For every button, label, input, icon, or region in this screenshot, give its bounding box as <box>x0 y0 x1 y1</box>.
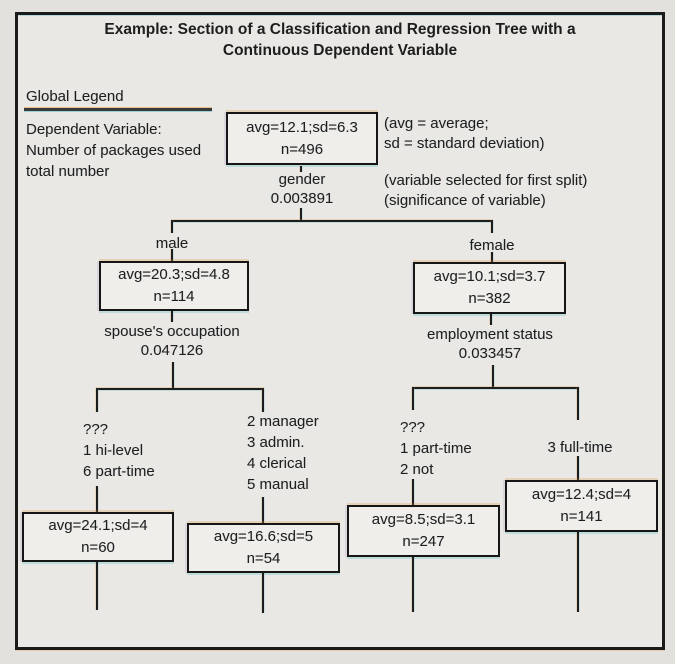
connector-spouse-branch <box>96 388 264 390</box>
leaf1-category-labels: ??? 1 hi-level 6 part-time <box>83 419 155 482</box>
connector-split-down <box>300 208 302 221</box>
connector-leaf1-continues <box>96 562 98 610</box>
leaf3-label-line1: ??? <box>400 419 426 436</box>
connector-leaf2-continues <box>262 573 264 613</box>
male-split-labels: spouse's occupation 0.047126 <box>82 322 262 360</box>
female-split-variable: employment status <box>427 326 553 343</box>
leaf4-n: n=141 <box>560 508 603 525</box>
leaf2-n: n=54 <box>246 550 281 567</box>
female-branch-label: female <box>469 237 515 254</box>
leaf2-label-line2: 3 admin. <box>247 434 305 451</box>
dependent-variable-line1: Dependent Variable: <box>26 121 162 138</box>
connector-leaf4-continues <box>577 532 579 612</box>
connector-leaf1-stub <box>96 388 98 412</box>
male-node-n: n=114 <box>153 288 195 305</box>
dependent-variable-note: Dependent Variable: Number of packages u… <box>26 119 201 182</box>
connector-leaf3-stub <box>412 387 414 410</box>
connector-gender-branch <box>171 220 493 222</box>
connector-leaf1-to-box <box>96 486 98 512</box>
root-node-n: n=496 <box>280 140 324 158</box>
female-node-stats: avg=10.1;sd=3.7 <box>433 268 546 285</box>
global-legend-heading: Global Legend <box>26 88 124 105</box>
connector-root-to-split <box>300 166 302 172</box>
leaf4-label-line1: 3 full-time <box>547 439 613 456</box>
split-explain-note: (variable selected for first split) (sig… <box>384 171 587 211</box>
split-explain-line1: (variable selected for first split) <box>384 172 588 189</box>
dependent-variable-line2: Number of packages used <box>26 142 202 159</box>
leaf1-n: n=60 <box>81 539 115 556</box>
connector-employment-down <box>492 365 494 387</box>
stats-abbrev-line1: (avg = average; <box>384 115 489 132</box>
female-node-n: n=382 <box>468 290 511 307</box>
female-split-significance: 0.033457 <box>458 345 522 362</box>
dependent-variable-line3: total number <box>26 163 110 180</box>
connector-leaf2-to-box <box>262 497 264 523</box>
leaf3-category-labels: ??? 1 part-time 2 not <box>400 417 472 480</box>
leaf1-label-line3: 6 part-time <box>83 463 155 480</box>
diagram-title: Example: Section of a Classification and… <box>15 19 665 61</box>
female-split-labels: employment status 0.033457 <box>399 325 581 363</box>
root-split-labels: gender 0.003891 <box>226 170 378 208</box>
leaf2-label-line1: 2 manager <box>247 413 319 430</box>
leaf1-label-line2: 1 hi-level <box>83 442 144 459</box>
connector-female-box-down <box>490 314 492 325</box>
root-node-box: avg=12.1;sd=6.3 n=496 <box>226 112 378 165</box>
connector-leaf4-to-box <box>577 456 579 480</box>
leaf4-stats: avg=12.4;sd=4 <box>531 486 632 503</box>
connector-leaf2-stub <box>262 388 264 412</box>
leaf2-label-line4: 5 manual <box>247 476 309 493</box>
male-branch-label: male <box>155 235 189 252</box>
stats-abbrev-line2: sd = standard deviation) <box>384 135 545 152</box>
connector-male-stub <box>171 220 173 233</box>
male-split-variable: spouse's occupation <box>104 323 240 340</box>
female-node-box: avg=10.1;sd=3.7 n=382 <box>413 262 566 314</box>
leaf2-stats: avg=16.6;sd=5 <box>213 528 314 545</box>
root-node-stats: avg=12.1;sd=6.3 <box>246 118 358 136</box>
leaf2-category-labels: 2 manager 3 admin. 4 clerical 5 manual <box>247 411 319 495</box>
connector-leaf3-to-box <box>412 479 414 505</box>
leaf1-label-line1: ??? <box>83 421 109 438</box>
leaf3-n: n=247 <box>402 533 445 550</box>
connector-leaf4-stub <box>577 387 579 420</box>
leaf3-label-line2: 1 part-time <box>400 440 472 457</box>
connector-spouse-down <box>172 362 174 389</box>
connector-male-box-down <box>171 311 173 322</box>
connector-female-stub <box>491 220 493 233</box>
male-split-significance: 0.047126 <box>140 342 204 359</box>
leaf1-node-box: avg=24.1;sd=4 n=60 <box>22 512 174 562</box>
split-explain-line2: (significance of variable) <box>384 192 546 209</box>
root-split-variable: gender <box>278 171 326 188</box>
stats-abbrev-note: (avg = average; sd = standard deviation) <box>384 114 545 154</box>
leaf3-label-line3: 2 not <box>400 461 434 478</box>
leaf1-stats: avg=24.1;sd=4 <box>48 517 148 534</box>
leaf3-stats: avg=8.5;sd=3.1 <box>371 511 476 528</box>
leaf4-category-labels: 3 full-time <box>520 437 640 458</box>
connector-employment-branch <box>412 387 579 389</box>
male-node-box: avg=20.3;sd=4.8 n=114 <box>99 261 249 311</box>
diagram-title-line1: Example: Section of a Classification and… <box>104 21 576 38</box>
leaf3-node-box: avg=8.5;sd=3.1 n=247 <box>347 505 500 557</box>
legend-divider <box>24 108 212 111</box>
leaf2-label-line3: 4 clerical <box>247 455 307 472</box>
connector-female-label-to-box <box>491 252 493 262</box>
connector-leaf3-continues <box>412 557 414 612</box>
diagram-title-line2: Continuous Dependent Variable <box>222 42 458 59</box>
root-split-significance: 0.003891 <box>270 190 334 207</box>
leaf4-node-box: avg=12.4;sd=4 n=141 <box>505 480 658 532</box>
male-node-stats: avg=20.3;sd=4.8 <box>118 266 230 283</box>
connector-male-label-to-box <box>171 249 173 261</box>
leaf2-node-box: avg=16.6;sd=5 n=54 <box>187 523 340 573</box>
